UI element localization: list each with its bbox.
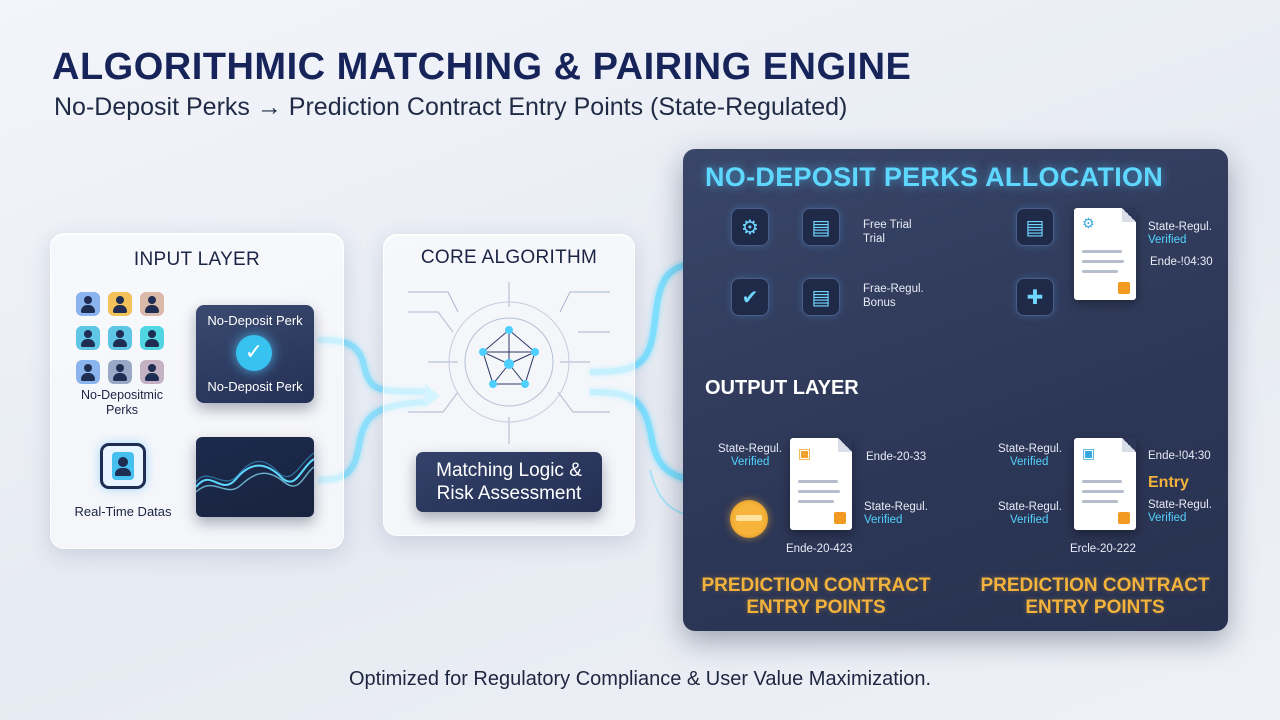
user-icon xyxy=(76,326,100,350)
free-trial-label: Free Trial xyxy=(863,219,912,231)
output-left-code-bottom: Ende-20-423 xyxy=(786,543,853,555)
realtime-wave-card xyxy=(196,437,314,517)
check-icon: ✔ xyxy=(731,278,769,316)
data-wave-icon xyxy=(196,452,314,493)
card-icon: ▤ xyxy=(802,208,840,246)
seal-icon xyxy=(730,500,768,538)
output-layer-heading: OUTPUT LAYER xyxy=(705,377,859,399)
users-label: No-Depositmic Perks xyxy=(81,388,163,417)
prediction-left-line1: PREDICTION CONTRACT xyxy=(701,575,931,596)
no-deposit-perk-card: No-Deposit Perk ✓ No-Deposit Perk xyxy=(196,305,314,403)
output-entry-label: Entry xyxy=(1148,474,1189,491)
user-icon xyxy=(108,326,132,350)
top-doc-verified: Verified xyxy=(1148,234,1187,246)
perk-card-title: No-Deposit Perk xyxy=(207,313,303,328)
document-icon: ⚙ xyxy=(1074,208,1136,300)
output-right-code-top: Ende-!04:30 xyxy=(1148,450,1211,462)
matching-logic-box: Matching Logic & Risk Assessment xyxy=(416,452,602,512)
document-icon: ▣ xyxy=(790,438,852,530)
output-right-status: State-Regul. xyxy=(998,443,1062,455)
user-icon xyxy=(140,360,164,384)
matching-logic-line2: Risk Assessment xyxy=(436,483,582,504)
output-right-side-verified: Verified xyxy=(1148,512,1187,524)
prediction-left: PREDICTION CONTRACT ENTRY POINTS xyxy=(696,575,936,619)
top-doc-status: State-Regul. xyxy=(1148,221,1212,233)
prediction-right-line2: ENTRY POINTS xyxy=(1025,597,1165,618)
core-algorithm-heading: CORE ALGORITHM xyxy=(420,247,598,268)
puzzle-icon: ✚ xyxy=(1016,278,1054,316)
output-right-mid-status: State-Regul. xyxy=(998,501,1062,513)
matching-logic-line1: Matching Logic & xyxy=(436,460,582,481)
page-subtitle: No-Deposit Perks → Prediction Contract E… xyxy=(54,93,848,121)
user-icon xyxy=(76,360,100,384)
free-bonus-sub: Bonus xyxy=(863,297,896,309)
top-doc-code: Ende-!04:30 xyxy=(1150,256,1213,268)
free-trial-sub: Trial xyxy=(863,233,885,245)
output-left-status: State-Regul. xyxy=(718,443,782,455)
user-icon xyxy=(140,292,164,316)
output-left-code-top: Ende-20-33 xyxy=(866,451,927,463)
realtime-label: Real-Time Datas xyxy=(74,504,172,519)
gear-icon: ⚙ xyxy=(731,208,769,246)
output-right-code-bottom: Ercle-20-222 xyxy=(1070,543,1136,555)
prediction-right: PREDICTION CONTRACT ENTRY POINTS xyxy=(975,575,1215,619)
output-right-mid-verified: Verified xyxy=(1010,514,1049,526)
output-left-mid-verified: Verified xyxy=(864,514,903,526)
network-icon xyxy=(408,282,610,444)
allocation-heading: NO-DEPOSIT PERKS ALLOCATION xyxy=(705,162,1164,192)
prediction-left-line2: ENTRY POINTS xyxy=(746,597,886,618)
check-icon: ✓ xyxy=(236,335,272,371)
prediction-right-line1: PREDICTION CONTRACT xyxy=(980,575,1210,596)
output-left-verified: Verified xyxy=(731,456,770,468)
allocation-panel xyxy=(683,149,1228,631)
user-grid xyxy=(72,292,172,384)
user-icon xyxy=(108,292,132,316)
footer-tagline: Optimized for Regulatory Compliance & Us… xyxy=(348,668,932,690)
card-icon: ▤ xyxy=(802,278,840,316)
input-layer-heading: INPUT LAYER xyxy=(133,249,261,270)
page-title: ALGORITHMIC MATCHING & PAIRING ENGINE xyxy=(52,46,912,88)
perk-card-caption: No-Deposit Perk xyxy=(207,379,303,394)
user-icon xyxy=(108,360,132,384)
output-right-side-status: State-Regul. xyxy=(1148,499,1212,511)
card-icon: ▤ xyxy=(1016,208,1054,246)
output-right-verified: Verified xyxy=(1010,456,1049,468)
realtime-data-icon xyxy=(100,443,146,489)
output-left-mid-status: State-Regul. xyxy=(864,501,928,513)
free-bonus-label: Frae-Regul. xyxy=(863,283,924,295)
user-icon xyxy=(76,292,100,316)
document-icon: ▣ xyxy=(1074,438,1136,530)
user-icon xyxy=(140,326,164,350)
